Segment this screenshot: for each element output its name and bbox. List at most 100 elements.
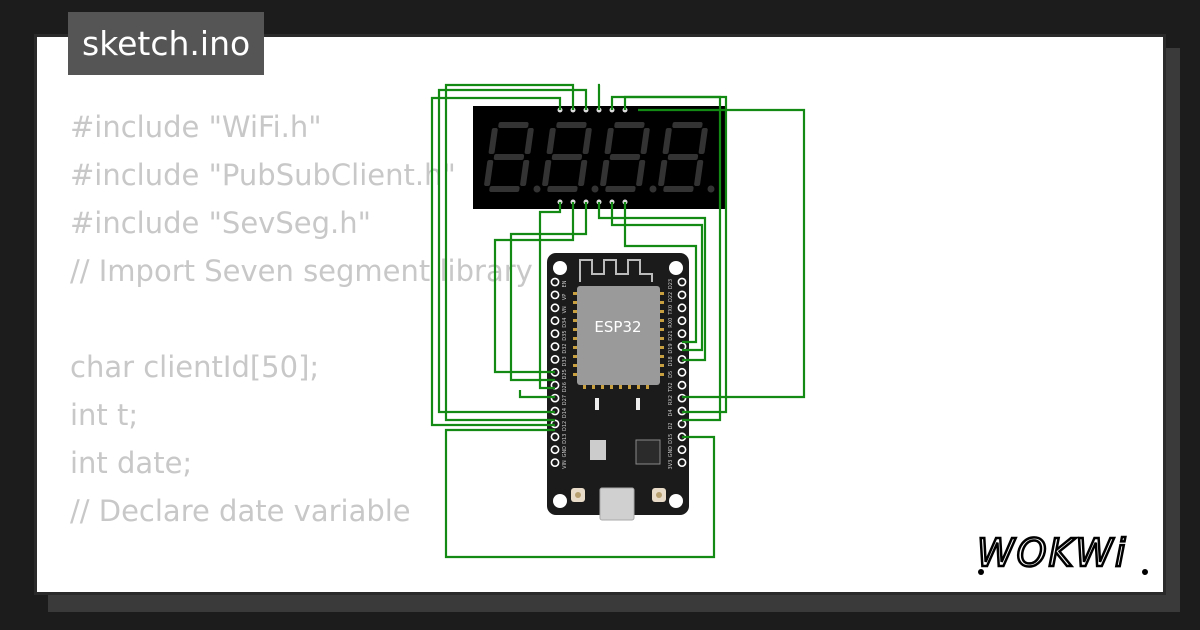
- wire[interactable]: [610, 95, 728, 414]
- pin-label: GND: [668, 446, 674, 458]
- wire[interactable]: [538, 202, 562, 390]
- chip-pad: [610, 384, 613, 389]
- pin-label: D33: [562, 356, 568, 366]
- pin-label: D12: [562, 421, 568, 431]
- segment: [658, 160, 668, 186]
- button-cap: [656, 492, 662, 498]
- segment: [640, 128, 650, 154]
- pin-label: D22: [668, 292, 674, 302]
- chip-pad: [583, 384, 586, 389]
- pin-label: D15: [668, 434, 674, 444]
- pin-d2[interactable]: [677, 419, 687, 429]
- chip-pad: [637, 384, 640, 389]
- digit-2: [542, 122, 592, 192]
- esp32-board[interactable]: ESP32 ENVPVND34D35D32D33D25D26D27D14D12D…: [547, 253, 689, 521]
- mount-hole: [553, 261, 567, 275]
- segment: [520, 160, 530, 186]
- pin-d34[interactable]: [550, 316, 560, 326]
- chip-pad: [573, 292, 578, 295]
- pin-d21[interactable]: [677, 329, 687, 338]
- pin-gnd[interactable]: [677, 445, 687, 455]
- pin-gnd[interactable]: [550, 445, 560, 455]
- segment: [493, 154, 525, 160]
- seven-segment-display[interactable]: [473, 106, 726, 209]
- wire[interactable]: [518, 390, 555, 399]
- chip-pad: [573, 373, 578, 376]
- chip-pad: [659, 373, 664, 376]
- decimal-point: [649, 185, 657, 193]
- wire[interactable]: [597, 83, 601, 110]
- file-tab[interactable]: sketch.ino: [68, 12, 265, 75]
- smd-component: [636, 398, 640, 410]
- pin-d22[interactable]: [677, 290, 687, 300]
- wire[interactable]: [623, 95, 722, 422]
- wire[interactable]: [493, 202, 575, 374]
- segment: [605, 186, 636, 192]
- chip-label: ESP32: [594, 318, 641, 336]
- pin-d32[interactable]: [550, 342, 560, 351]
- code-line: // Configure Se: [70, 583, 533, 592]
- wire[interactable]: [430, 96, 562, 427]
- chip-pad: [659, 310, 664, 313]
- segment: [672, 122, 703, 128]
- segment: [582, 128, 592, 154]
- digit-1: [484, 122, 534, 192]
- segment: [542, 160, 552, 186]
- wire[interactable]: [597, 202, 707, 362]
- pin-vin[interactable]: [550, 458, 560, 467]
- chip-pad: [646, 384, 649, 389]
- segment: [694, 160, 704, 186]
- pin-d13[interactable]: [550, 432, 560, 442]
- pin-label: D19: [668, 343, 674, 353]
- pin-d35[interactable]: [550, 329, 560, 338]
- wokwi-logo: WOKWi: [976, 530, 1148, 576]
- pin-label: D14: [562, 408, 568, 418]
- wire[interactable]: [623, 202, 698, 344]
- wire[interactable]: [444, 83, 575, 422]
- segment: [698, 128, 708, 154]
- chip-pad: [659, 346, 664, 349]
- pin-label: D18: [668, 356, 674, 366]
- decimal-point: [591, 185, 599, 193]
- pin-en[interactable]: [550, 277, 560, 287]
- pin-tx0[interactable]: [677, 303, 687, 313]
- chip-pad: [659, 319, 664, 322]
- smd-component: [595, 398, 599, 410]
- chip-pad: [659, 364, 664, 367]
- pin-d5[interactable]: [677, 367, 687, 377]
- segment: [546, 128, 556, 154]
- segment: [609, 154, 641, 160]
- pin-3v3[interactable]: [677, 458, 687, 467]
- chip-pad: [619, 384, 622, 389]
- chip-pads: [573, 292, 664, 389]
- wire[interactable]: [610, 202, 704, 352]
- chip-pad: [628, 384, 631, 389]
- pin-label: D13: [562, 434, 568, 444]
- code-line: #include "PubSubClient.h": [70, 158, 456, 192]
- wire[interactable]: [638, 108, 806, 399]
- wire[interactable]: [437, 88, 588, 414]
- pin-rx0[interactable]: [677, 316, 687, 326]
- decimal-point: [707, 185, 715, 193]
- segment: [524, 128, 534, 154]
- segment: [484, 160, 494, 186]
- segment: [667, 154, 699, 160]
- segment: [556, 122, 587, 128]
- pin-vp[interactable]: [550, 290, 560, 300]
- pin-vn[interactable]: [550, 303, 560, 313]
- pin-d33[interactable]: [550, 354, 560, 364]
- chip-pad: [592, 384, 595, 389]
- pin-label: D2: [668, 422, 674, 429]
- chip-pad: [659, 337, 664, 340]
- chip-pad: [573, 319, 578, 322]
- wire[interactable]: [509, 202, 588, 382]
- wire[interactable]: [444, 428, 716, 559]
- code-line: int date;: [70, 446, 193, 480]
- pin-label: D21: [668, 330, 674, 340]
- pin-tx2[interactable]: [677, 380, 687, 390]
- pin-label: D23: [668, 279, 674, 289]
- pin-label: D34: [562, 318, 568, 328]
- segment: [614, 122, 645, 128]
- pin-d23[interactable]: [677, 277, 687, 287]
